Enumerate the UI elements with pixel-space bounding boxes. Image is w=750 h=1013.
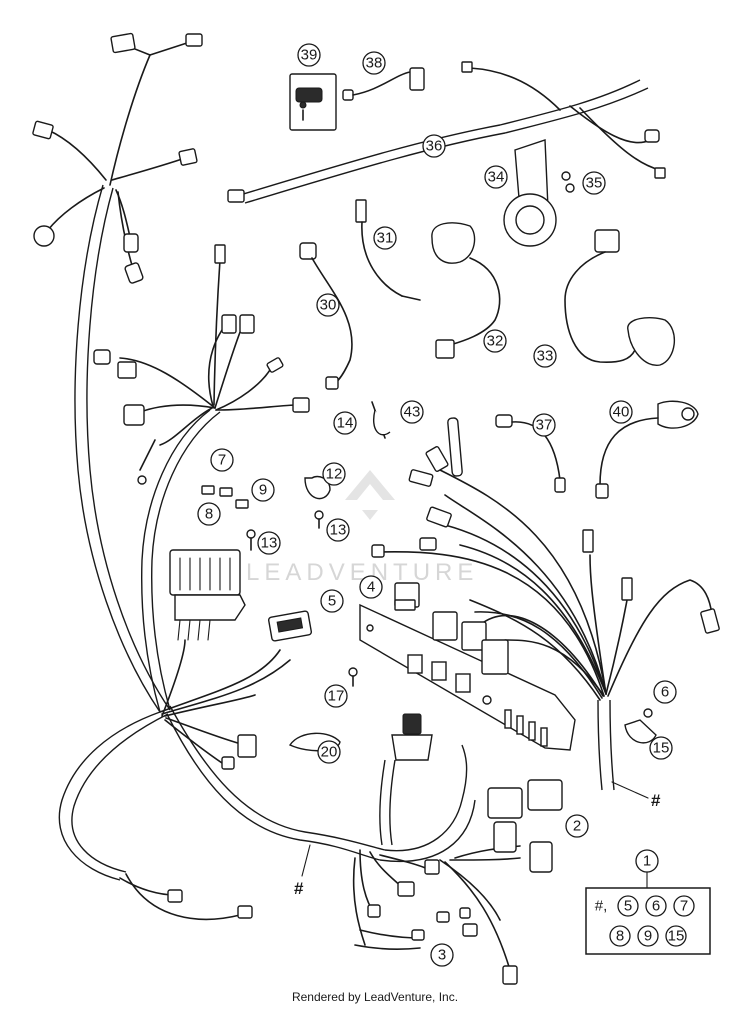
kit-item-6: 6 [652,898,660,915]
kit-item-8: 8 [616,928,624,945]
callout-17: 17 [324,684,348,708]
kit-box: 1 #, 5 6 7 8 9 15 [585,849,711,955]
svg-text:1: 1 [643,853,651,870]
harness-36 [227,61,666,204]
svg-text:6: 6 [661,684,669,701]
svg-text:40: 40 [613,404,630,421]
screw-17 [348,667,358,687]
relays-2 [487,779,563,819]
grommet-harness [391,713,433,761]
svg-text:12: 12 [326,466,343,483]
svg-text:#: # [651,791,661,810]
svg-text:7: 7 [218,452,226,469]
lead-30 [299,242,353,390]
callout-39: 39 [297,43,321,67]
callout-40: 40 [609,400,633,424]
kit-callout [635,849,659,873]
svg-text:17: 17 [328,688,345,705]
svg-text:37: 37 [536,417,553,434]
callout-30: 30 [316,293,340,317]
svg-text:30: 30 [320,297,337,314]
svg-text:4: 4 [367,579,375,596]
callout-2: 2 [565,814,589,838]
kit-item-9: 9 [644,928,652,945]
clamp-12 [304,475,331,500]
svg-text:35: 35 [586,175,603,192]
kit-item-7: 7 [680,898,688,915]
clamp-6 [624,708,657,744]
hash-mark-right: # [611,781,661,810]
svg-text:9: 9 [259,482,267,499]
screws-35 [561,171,575,193]
cable-tie-14 [371,401,391,439]
callout-13b: 13 [326,518,350,542]
callout-36: 36 [422,134,446,158]
svg-text:13: 13 [330,522,347,539]
footer-credit: Rendered by LeadVenture, Inc. [291,990,459,1004]
connectors [32,32,720,985]
svg-text:20: 20 [321,744,338,761]
callout-3: 3 [430,943,454,967]
svg-text:43: 43 [404,404,421,421]
relay-bracket-5 [359,603,576,751]
switch-33 [564,229,676,366]
svg-text:14: 14 [337,415,354,432]
callout-43: 43 [400,400,424,424]
svg-text:#: # [294,879,304,898]
horn-34 [503,139,557,247]
kit-item-5: 5 [624,898,632,915]
svg-text:33: 33 [537,348,554,365]
callout-5: 5 [320,589,344,613]
callout-35: 35 [582,171,606,195]
sensor-40 [595,400,699,499]
relay-connectors [432,611,509,675]
kit-item-15: 15 [668,928,685,945]
callout-34: 34 [484,165,508,189]
fuse-box [169,549,246,641]
relay-4 [394,582,420,611]
callout-15: 15 [649,736,673,760]
callout-33: 33 [533,344,557,368]
callout-31: 31 [373,226,397,250]
switch-38 [342,67,425,101]
sender-39 [289,73,337,131]
svg-text:36: 36 [426,138,443,155]
svg-text:3: 3 [438,947,446,964]
callout-7: 7 [210,448,234,472]
svg-text:34: 34 [488,169,505,186]
svg-text:32: 32 [487,333,504,350]
screw-13b [314,510,324,529]
lead-31 [355,199,421,301]
switch-32 [431,222,501,359]
watermark-text: LEADVENTURE [246,559,478,586]
watermark-logo: LEADVENTURE [246,470,478,586]
svg-text:15: 15 [653,740,670,757]
callout-6: 6 [653,680,677,704]
callout-37: 37 [532,413,556,437]
svg-text:13: 13 [261,535,278,552]
kit-item-hash: #, [595,898,608,915]
strap-43 [447,417,463,477]
callout-8: 8 [197,502,221,526]
svg-text:31: 31 [377,230,394,247]
callout-32: 32 [483,329,507,353]
svg-text:5: 5 [328,593,336,610]
callout-12: 12 [322,462,346,486]
screw-13a [246,529,256,551]
callout-13a: 13 [257,531,281,555]
callout-14: 14 [333,411,357,435]
callout-4: 4 [359,575,383,599]
svg-text:8: 8 [205,506,213,523]
svg-text:2: 2 [573,818,581,835]
callout-38: 38 [362,51,386,75]
svg-text:38: 38 [366,55,383,72]
hash-mark-left: # [294,844,311,898]
callout-20: 20 [317,740,341,764]
svg-text:39: 39 [301,47,318,64]
coupler [267,610,313,642]
callout-9: 9 [251,478,275,502]
fan-harness [379,469,713,791]
fuses [201,485,249,509]
